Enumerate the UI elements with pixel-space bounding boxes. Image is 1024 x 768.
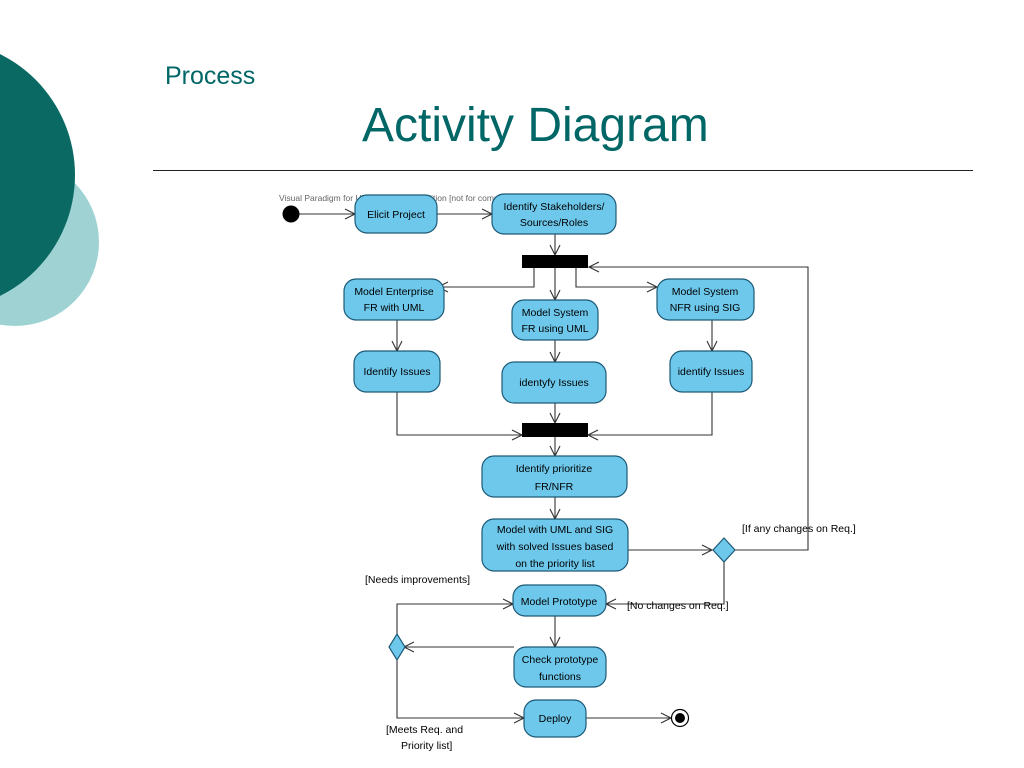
activity-system-fr-label-1: Model System [522, 307, 589, 319]
activity-issues-left-label: Identify Issues [363, 366, 430, 378]
activity-model-system-fr: Model System FR using UML [511, 299, 599, 341]
activity-identify-prioritize: Identify prioritize FR/NFR [481, 455, 628, 498]
activity-issues-right-label: identify Issues [678, 366, 745, 378]
decision-changes-diamond [712, 537, 736, 563]
fork-bar [522, 255, 588, 268]
activity-elicit-project: Elicit Project [354, 194, 438, 234]
final-node [670, 708, 690, 728]
activity-stakeholders-label-1: Identify Stakeholders/ [504, 201, 605, 213]
activity-elicit-label: Elicit Project [367, 209, 425, 221]
activity-system-fr-label-2: FR using UML [521, 323, 588, 335]
activity-model-enterprise-fr: Model Enterprise FR with UML [343, 278, 445, 321]
activity-uml-sig-label-1: Model with UML and SIG [497, 524, 613, 536]
activity-system-nfr-label-1: Model System [672, 286, 739, 298]
section-label: Process [165, 62, 256, 90]
activity-issues-mid-label: identyfy Issues [519, 377, 588, 389]
activity-check-prototype: Check prototype functions [513, 646, 607, 688]
guard-meets-label-1: [Meets Req. and [386, 724, 463, 736]
slide-title: Activity Diagram [362, 99, 709, 152]
activity-model-prototype: Model Prototype [512, 584, 607, 617]
activity-uml-sig-label-2: with solved Issues based [496, 541, 614, 553]
guard-meets-label-2: Priority list] [401, 740, 452, 752]
guard-no-changes-label: [No changes on Req.] [627, 600, 729, 612]
activity-stakeholders-label-2: Sources/Roles [520, 217, 588, 229]
activity-prototype-label: Model Prototype [521, 596, 598, 608]
decor-circle-dark [0, 54, 75, 296]
activity-identify-issues-left: Identify Issues [353, 350, 441, 393]
guard-changes-label: [If any changes on Req.] [742, 523, 856, 535]
guard-needs-improvements-label: [Needs improvements] [365, 574, 470, 586]
activity-check-label-2: functions [539, 671, 581, 683]
activity-deploy-label: Deploy [539, 713, 572, 725]
activity-system-nfr-label-2: NFR using SIG [670, 302, 741, 314]
activity-identify-issues-mid: identyfy Issues [501, 361, 607, 404]
activity-prioritize-label-2: FR/NFR [535, 481, 574, 493]
activity-prioritize-label-1: Identify prioritize [516, 463, 593, 475]
join-bar [522, 423, 588, 437]
decision-prototype-diamond [388, 632, 406, 662]
initial-node [282, 205, 300, 223]
activity-model-system-nfr: Model System NFR using SIG [656, 278, 755, 321]
activity-model-uml-sig: Model with UML and SIG with solved Issue… [481, 518, 629, 572]
activity-deploy: Deploy [523, 699, 587, 738]
title-divider [153, 170, 973, 171]
activity-check-label-1: Check prototype [522, 654, 599, 666]
activity-uml-sig-label-3: on the priority list [515, 558, 594, 570]
activity-identify-stakeholders: Identify Stakeholders/ Sources/Roles [491, 193, 617, 235]
control-flows [299, 214, 809, 718]
activity-enterprise-label-1: Model Enterprise [354, 286, 434, 298]
activity-enterprise-label-2: FR with UML [364, 302, 425, 314]
activity-identify-issues-right: identify Issues [669, 350, 753, 393]
